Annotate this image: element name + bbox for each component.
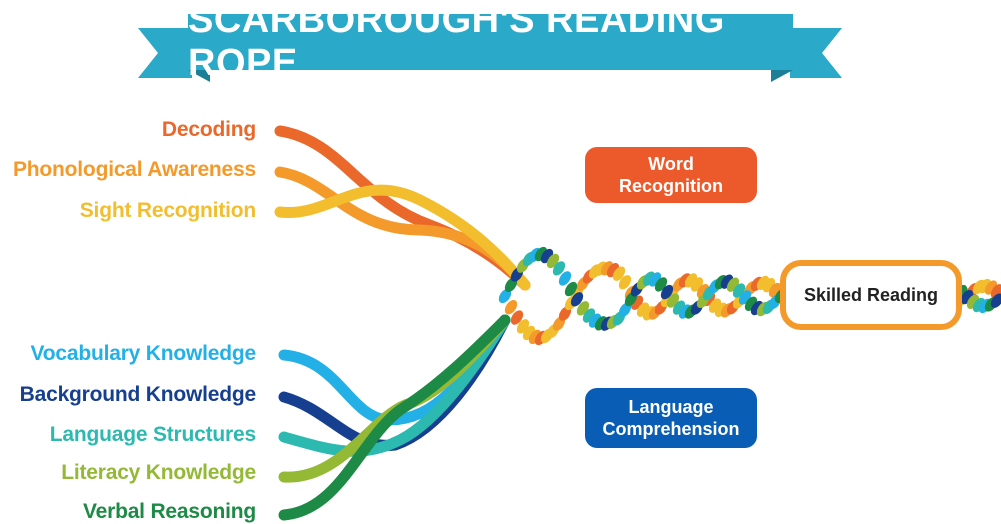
rope-twist-segment — [612, 266, 626, 281]
skilled-reading-label: Skilled Reading — [803, 284, 939, 305]
rope-twist-segment — [564, 281, 578, 297]
strand-label-language-structures: Language Structures — [49, 423, 256, 446]
rope-twist-segment — [660, 284, 674, 300]
strand-label-background-knowledge: Background Knowledge — [19, 383, 257, 406]
cool-cord — [498, 246, 1001, 331]
word-recognition-badge: Word Recognition — [585, 147, 757, 203]
braided-rope — [498, 246, 1001, 346]
banner-right-tail — [790, 28, 842, 78]
title-banner — [138, 14, 842, 82]
rope-twist-segment — [510, 310, 524, 325]
rope-twist-segment — [618, 275, 632, 290]
banner-left-fold — [188, 70, 210, 82]
page-title: SCARBOROUGH'S READING ROPE — [188, 0, 725, 84]
literacy-knowledge-strand — [278, 314, 511, 483]
language-comprehension-label: Language Comprehension — [602, 397, 740, 439]
language-comprehension-badge: Language Comprehension — [585, 388, 757, 448]
strand-label-vocabulary-knowledge: Vocabulary Knowledge — [30, 342, 257, 365]
language-comprehension-strands — [278, 314, 511, 521]
rope-twist-segment — [504, 300, 518, 315]
language-structures-strand — [278, 314, 511, 457]
rope-twist-segment — [558, 271, 572, 286]
strand-label-sight-recognition: Sight Recognition — [79, 199, 256, 222]
strand-label-decoding: Decoding — [161, 118, 256, 141]
banner-body — [188, 14, 793, 70]
strand-label-phonological-awareness: Phonological Awareness — [12, 158, 256, 181]
strand-label-verbal-reasoning: Verbal Reasoning — [82, 500, 256, 523]
word-recognition-strands — [274, 125, 531, 291]
background-knowledge-strand — [278, 314, 511, 451]
skilled-reading-box — [780, 260, 962, 330]
rope-twist-segment — [570, 292, 584, 307]
banner-left-tail — [138, 28, 192, 78]
sight-recognition-strand — [274, 184, 531, 291]
rope-twist-segment — [990, 293, 1001, 308]
verbal-reasoning-strand — [278, 314, 511, 521]
rope-twist-segment — [498, 288, 512, 304]
banner-right-fold — [771, 70, 793, 82]
rope-twist-segment — [552, 261, 566, 276]
strand-label-literacy-knowledge: Literacy Knowledge — [61, 461, 256, 484]
word-recognition-label: Word Recognition — [619, 154, 723, 196]
